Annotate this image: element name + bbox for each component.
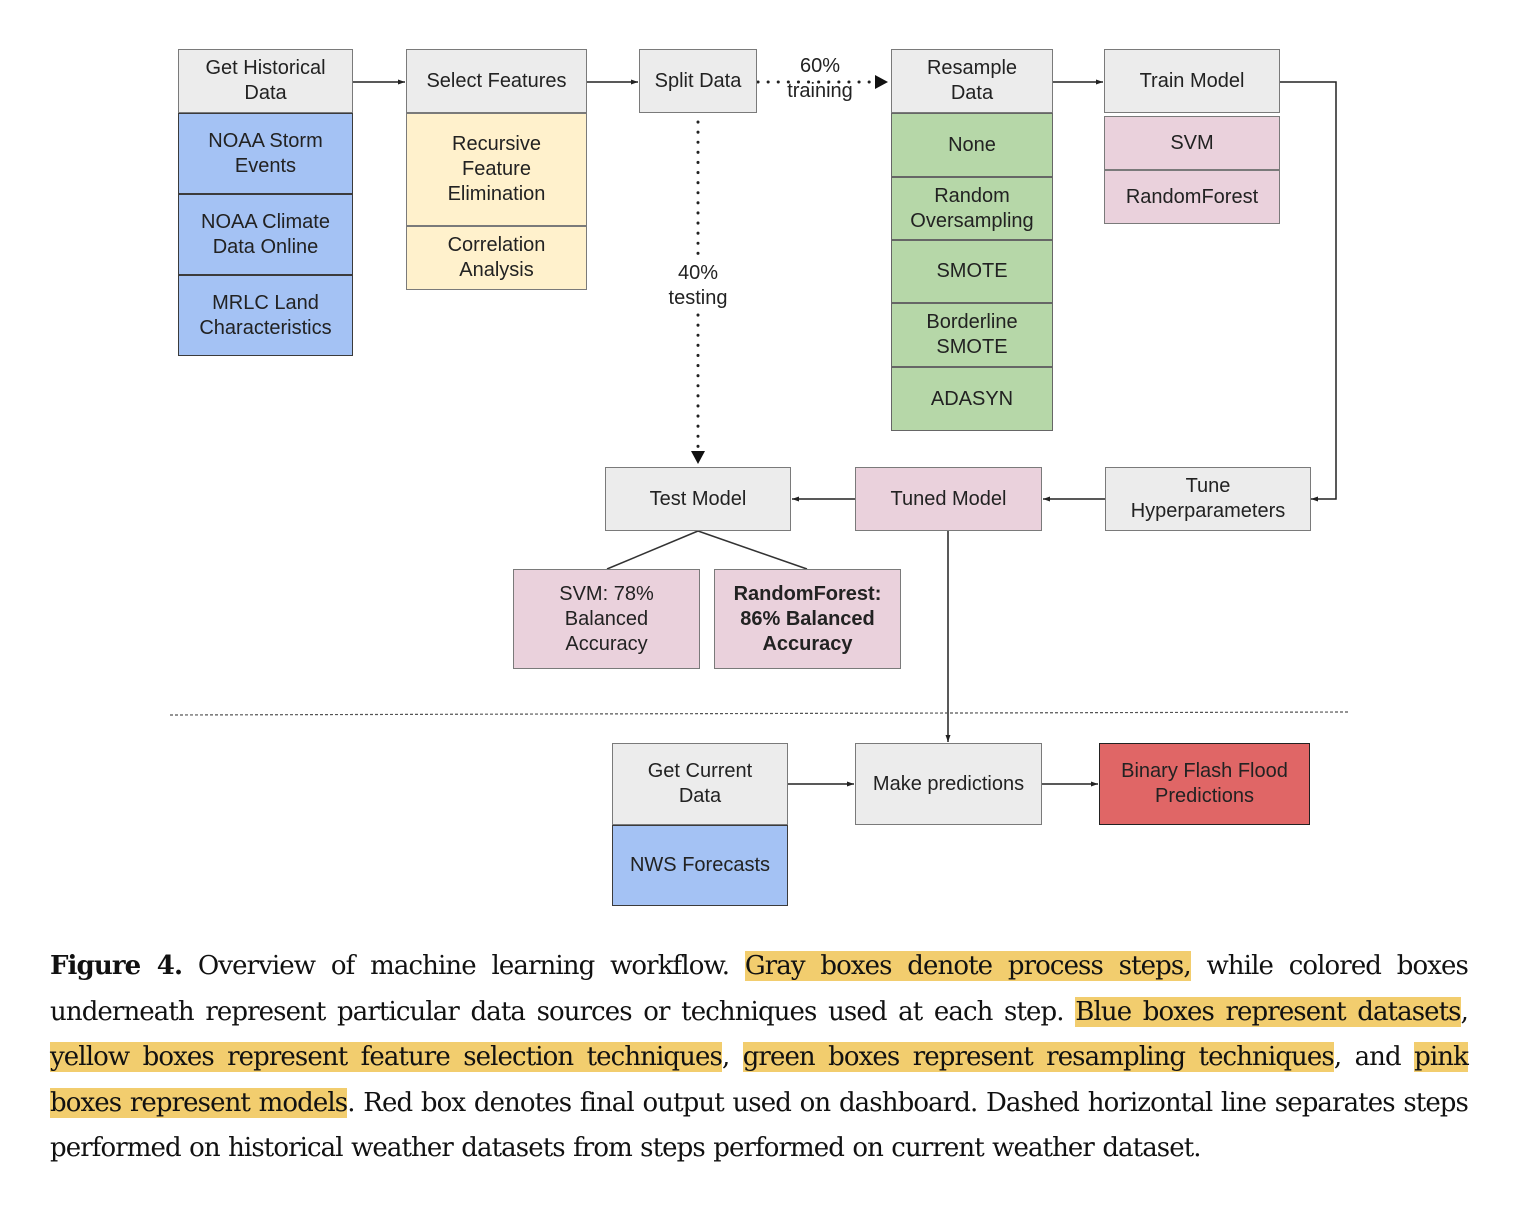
caption-highlight-gray: Gray boxes denote process steps, [744,951,1192,981]
ml-workflow-diagram: Get Historical Data NOAA Storm Events NO… [169,49,1349,906]
node-adasyn: ADASYN [891,367,1053,431]
caption-text: , [721,1042,743,1073]
node-smote: SMOTE [891,240,1053,303]
node-split-data: Split Data [639,49,757,113]
node-mrlc-land-characteristics: MRLC Land Characteristics [178,275,353,356]
node-tuned-model: Tuned Model [855,467,1042,531]
caption-highlight-blue: Blue boxes represent datasets [1075,996,1462,1027]
node-noaa-climate-data-online: NOAA Climate Data Online [178,194,353,275]
edge-label-testing: 40% testing [668,262,728,309]
node-test-model: Test Model [605,467,791,531]
node-train-svm: SVM [1104,116,1280,170]
caption-text: , [1460,996,1469,1027]
caption-highlight-green: green boxes represent resampling techniq… [742,1042,1335,1073]
link-test-to-rf-result [697,530,808,570]
node-select-features: Select Features [406,49,587,113]
figure-caption: Figure 4. Overview of machine learning w… [50,944,1469,1172]
node-svm-result: SVM: 78% Balanced Accuracy [513,569,700,669]
caption-text: . Red box denotes final output used on d… [50,1087,1469,1164]
separator-dashed-line [169,711,1349,716]
caption-text: , and [1333,1042,1415,1073]
node-get-current-data: Get Current Data [612,743,788,825]
caption-figure-label: Figure 4. [50,951,183,981]
node-resample-none: None [891,113,1053,177]
caption-highlight-yellow: yellow boxes represent feature selection… [50,1042,723,1073]
node-noaa-storm-events: NOAA Storm Events [178,113,353,194]
node-get-historical-data: Get Historical Data [178,49,353,113]
node-make-predictions: Make predictions [855,743,1042,825]
node-correlation-analysis: Correlation Analysis [406,226,587,290]
node-borderline-smote: Borderline SMOTE [891,303,1053,367]
edge-label-training: 60% training [787,55,853,102]
node-resample-data: Resample Data [891,49,1053,113]
link-test-to-svm-result [606,530,699,570]
node-binary-flash-flood-predictions: Binary Flash Flood Predictions [1099,743,1310,825]
caption-text: while colored boxes underneath represent… [50,951,1469,1027]
node-tune-hyperparameters: Tune Hyperparameters [1105,467,1311,531]
node-train-model: Train Model [1104,49,1280,113]
connectors [169,75,1349,787]
node-nws-forecasts: NWS Forecasts [612,825,788,906]
node-train-randomforest: RandomForest [1104,170,1280,224]
arrow-train-to-tune [1280,81,1337,502]
node-random-oversampling: Random Oversampling [891,177,1053,240]
node-recursive-feature-elimination: Recursive Feature Elimination [406,113,587,226]
node-randomforest-result: RandomForest: 86% Balanced Accuracy [714,569,901,669]
caption-text: Overview of machine learning workflow. [182,951,745,981]
